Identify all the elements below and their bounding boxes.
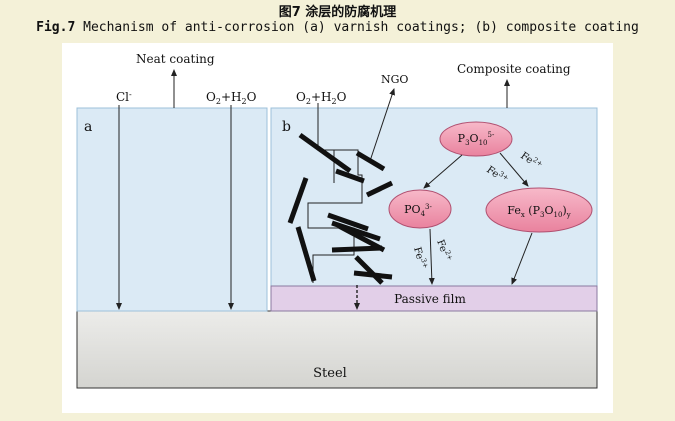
p3o10-label: P3O105-	[458, 131, 495, 147]
ngo-flake	[335, 168, 365, 184]
ngo-flakes	[287, 132, 394, 285]
panel-b-letter: b	[282, 119, 291, 135]
ngo-label: NGO	[381, 73, 408, 86]
panel-b-title: Composite coating	[457, 62, 571, 76]
passive-film	[270, 285, 598, 312]
ngo-flake	[298, 132, 352, 174]
caption-en-prefix: Fig.7	[36, 20, 76, 35]
ngo-flake	[354, 255, 384, 285]
p3o10-to-fex-arrow	[499, 152, 529, 187]
caption-cn: 图7 涂层的防腐机理	[278, 5, 397, 20]
steel-block	[76, 310, 598, 389]
panel-a-coating	[76, 107, 268, 312]
steel-label: Steel	[313, 366, 347, 381]
caption-en-text: Mechanism of anti-corrosion (a) varnish …	[83, 20, 639, 35]
fe2-left-label: Fe2+	[434, 238, 454, 264]
panel-b-o2h2o-label: O2+H2O	[296, 90, 347, 106]
panel-a-cl-label: Cl-	[116, 90, 132, 104]
ngo-flake	[327, 212, 369, 232]
ngo-flake	[295, 226, 317, 282]
ngo-flake	[287, 177, 309, 224]
ngo-flake	[331, 245, 383, 253]
panel-a-letter: a	[84, 119, 92, 135]
ngo-flake	[355, 150, 386, 172]
po4-label: PO43-	[404, 203, 432, 218]
ngo-arrow	[369, 88, 395, 162]
fe3-left-label: Fe3+	[411, 245, 429, 270]
po4-to-film-arrow	[428, 228, 435, 285]
passive-film-label: Passive film	[394, 292, 466, 306]
diagram: Steel a Neat coating Cl- O2+H2O b Passiv…	[62, 43, 613, 413]
fex-bubble	[485, 187, 593, 233]
ngo-flake	[365, 180, 394, 198]
p3o10-bubble	[439, 121, 513, 157]
ngo-flake	[337, 223, 386, 253]
tortuous-path	[307, 103, 363, 283]
fex-label: Fex (P3O10)y	[507, 204, 570, 219]
panel-a-title: Neat coating	[136, 52, 215, 66]
po4-bubble	[388, 189, 452, 229]
diagram-svg: Steel a Neat coating Cl- O2+H2O b Passiv…	[76, 52, 598, 389]
caption-en: Fig.7 Mechanism of anti-corrosion (a) va…	[0, 20, 675, 35]
fex-to-film-arrow	[511, 232, 533, 285]
panel-a-o2h2o-label: O2+H2O	[206, 90, 257, 106]
p3o10-to-po4-arrow	[423, 154, 463, 189]
